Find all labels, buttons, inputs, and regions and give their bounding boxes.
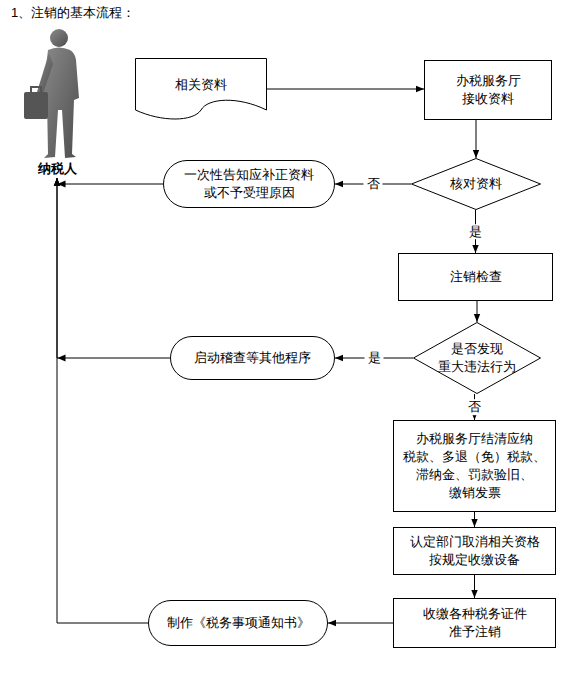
node-text: 相关资料: [141, 76, 261, 94]
terminal-oval: 启动稽查等其他程序: [170, 336, 335, 380]
node-text: 是否发现 重大违法行为: [432, 340, 522, 376]
diamond-outline: [414, 323, 541, 394]
edge-label: 否: [364, 176, 383, 192]
node-text: 纳税人: [15, 160, 99, 178]
flow-arrow: [474, 512, 475, 527]
text-area: 是否发现 重大违法行为: [413, 322, 541, 394]
node-text: 注销检查: [406, 268, 546, 286]
decision-diamond: 核对资料: [411, 158, 541, 210]
flow-arrow: [477, 301, 478, 322]
text-area: 收缴各种税务证件 准予注销: [394, 599, 555, 647]
oval-outline: [164, 161, 335, 208]
flow-arrow: [474, 575, 475, 598]
node-outline: [15, 26, 99, 178]
flow-arrow: [57, 178, 163, 184]
flow-arrow: [267, 89, 424, 90]
node-text: 一次性告知应补正资料 或不予受理原因: [179, 166, 319, 202]
text-area: 认定部门取消相关资格 按规定收缴设备: [394, 528, 555, 574]
node-text: 制作《税务事项通知书》: [153, 614, 323, 632]
document-outline: [136, 59, 267, 120]
text-area: 办税服务厅结清应纳 税款、多退（免）税款、 滞纳金、罚款验旧、 缴销发票: [394, 421, 555, 511]
text-area: 办税服务厅 接收资料: [425, 61, 551, 119]
edge-label: 否: [465, 399, 484, 415]
process-box: 办税服务厅结清应纳 税款、多退（免）税款、 滞纳金、罚款验旧、 缴销发票: [393, 420, 556, 512]
edge-label: 是: [466, 224, 485, 240]
diamond-outline: [412, 159, 541, 210]
text-area: 制作《税务事项通知书》: [148, 600, 328, 646]
text-area: 相关资料: [135, 58, 267, 120]
person-silhouette: [24, 29, 79, 158]
flow-arrow: [328, 623, 393, 624]
briefcase: [24, 92, 48, 119]
document-shape: 相关资料: [135, 58, 267, 120]
text-area: 核对资料: [411, 158, 541, 210]
flow-arrow: [476, 120, 477, 158]
person-head: [50, 29, 68, 47]
node-text: 核对资料: [426, 175, 526, 193]
node-text: 办税服务厅 接收资料: [448, 72, 528, 108]
node-text: 启动稽查等其他程序: [178, 349, 328, 367]
process-box: 办税服务厅 接收资料: [424, 60, 552, 120]
flow-arrow: [57, 178, 170, 358]
text-area: 一次性告知应补正资料 或不予受理原因: [163, 160, 335, 208]
process-box: 收缴各种税务证件 准予注销: [393, 598, 556, 648]
decision-diamond: 是否发现 重大违法行为: [413, 322, 541, 394]
flow-arrow: [57, 178, 148, 623]
actor-figure: 纳税人: [15, 26, 99, 178]
node-text: 认定部门取消相关资格 按规定收缴设备: [405, 533, 545, 569]
oval-outline: [149, 601, 328, 646]
process-box: 认定部门取消相关资格 按规定收缴设备: [393, 527, 556, 575]
briefcase-handle: [31, 87, 41, 92]
process-box: 注销检查: [398, 253, 553, 301]
diagram-title: 1、注销的基本流程：: [11, 5, 135, 22]
node-text: 收缴各种税务证件 准予注销: [420, 605, 530, 641]
node-text: 办税服务厅结清应纳 税款、多退（免）税款、 滞纳金、罚款验旧、 缴销发票: [400, 430, 550, 503]
oval-outline: [171, 337, 335, 380]
terminal-oval: 制作《税务事项通知书》: [148, 600, 328, 646]
node-outline: [413, 322, 541, 394]
text-area: 纳税人: [15, 26, 99, 178]
text-area: 启动稽查等其他程序: [170, 336, 335, 380]
edge-label: 是: [365, 350, 384, 366]
text-area: 注销检查: [399, 254, 552, 300]
terminal-oval: 一次性告知应补正资料 或不予受理原因: [163, 160, 335, 208]
